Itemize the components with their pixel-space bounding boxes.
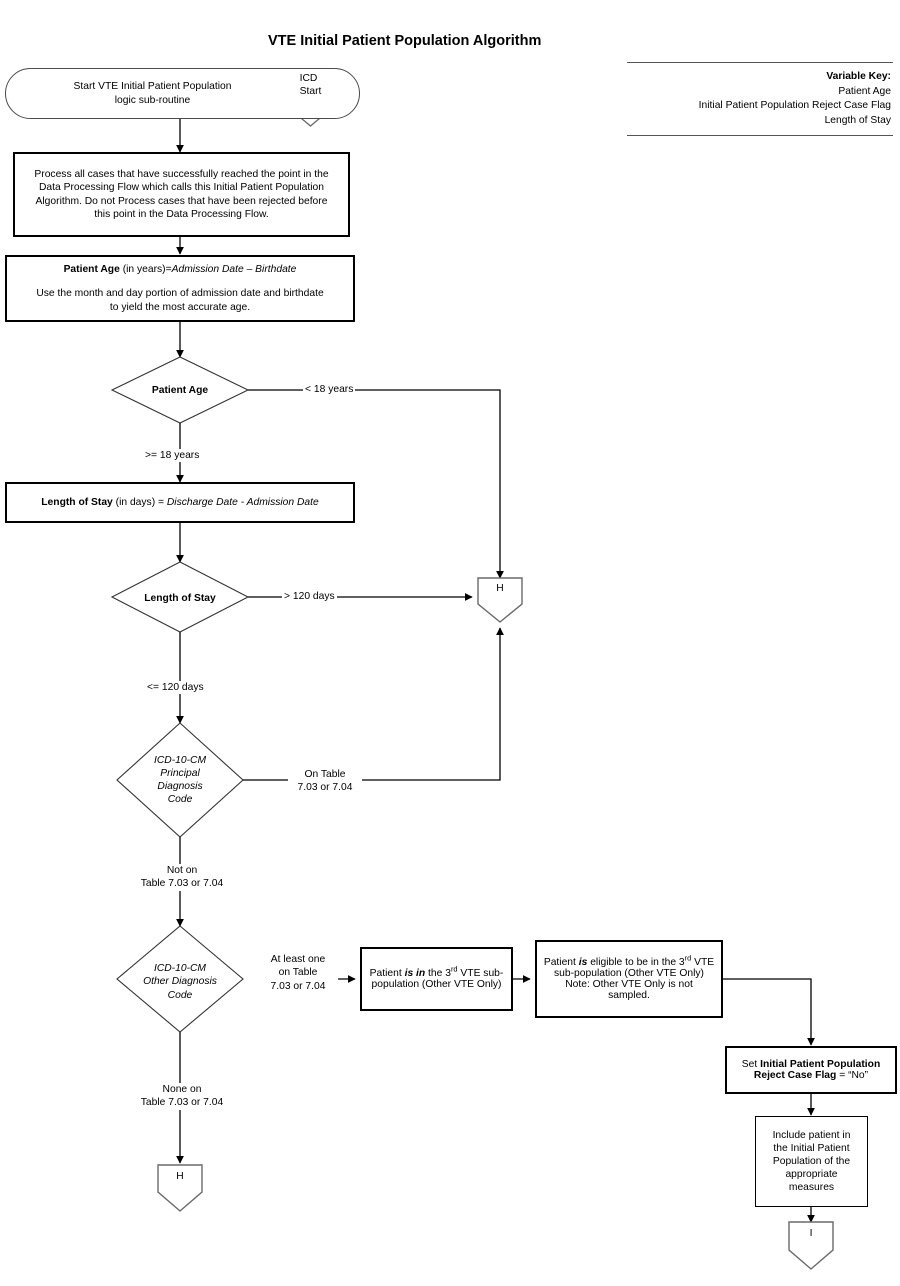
patient-age-note-line3: to yield the most accurate age. [109, 301, 251, 313]
include-line3: Population of the [772, 1155, 851, 1167]
in-subpop-post: the 3 [425, 968, 451, 979]
include-patient-box[interactable]: Include patient in the Initial Patient P… [755, 1116, 868, 1207]
connector-h-bottom-shape [157, 1164, 203, 1212]
los-formula-bold: Length of Stay [41, 496, 113, 508]
process-note-line1: Process all cases that have successfully… [34, 169, 329, 181]
edge-label-los-le120: <= 120 days [145, 681, 206, 695]
edge-label-age-lt18: < 18 years [303, 383, 356, 397]
eligible-subpopulation-box[interactable]: Patient is eligible to be in the 3rd VTE… [535, 940, 723, 1018]
include-line5: measures [788, 1182, 835, 1194]
edge-label-other-none: None on Table 7.03 or 7.04 [130, 1083, 234, 1110]
eligible-italic: is [578, 957, 588, 968]
include-line4: appropriate [785, 1169, 838, 1181]
patient-age-formula-italic: Admission Date – Birthdate [171, 264, 297, 276]
los-formula: Length of Stay (in days) = Discharge Dat… [41, 496, 318, 509]
process-note-line4: this point in the Data Processing Flow. [94, 208, 269, 220]
include-line2: the Initial Patient [773, 1142, 850, 1154]
los-formula-italic: Discharge Date - Admission Date [166, 496, 319, 508]
patient-age-formula-bold: Patient Age [63, 264, 120, 276]
eligible-sup: rd [684, 953, 692, 963]
length-of-stay-diamond [110, 561, 250, 633]
in-subpopulation-box[interactable]: Patient is in the 3rd VTE sub-population… [360, 947, 513, 1011]
process-note-line2: Data Processing Flow which calls this In… [38, 182, 324, 194]
edge-label-los-gt120: > 120 days [282, 590, 337, 604]
patient-age-formula: Patient Age (in years)=Admission Date – … [36, 263, 323, 276]
spacer [36, 276, 323, 287]
start-terminator-line1: Start VTE Initial Patient Population [73, 81, 232, 93]
connector-i-shape [788, 1221, 834, 1270]
other-diagnosis-diamond [116, 925, 244, 1033]
start-terminator-line2: logic sub-routine [114, 94, 191, 106]
in-subpop-pre: Patient [369, 968, 405, 979]
eligible-post: eligible to be in the 3 [587, 957, 685, 968]
los-formula-plain: (in days) = [112, 496, 167, 508]
connector-h-right-shape [477, 577, 523, 623]
in-subpop-tail: VTE sub-population (Other VTE Only) [371, 968, 504, 990]
principal-diagnosis-diamond [116, 722, 244, 838]
start-terminator[interactable]: Start VTE Initial Patient Population log… [5, 68, 360, 119]
variable-key-top-rule [627, 62, 893, 63]
process-note-box[interactable]: Process all cases that have successfully… [13, 152, 350, 237]
page-title: VTE Initial Patient Population Algorithm [268, 33, 542, 49]
include-line1: Include patient in [772, 1129, 851, 1141]
set-reject-flag-box[interactable]: Set Initial Patient Population Reject Ca… [725, 1046, 897, 1094]
in-subpop-italic: is in [404, 968, 426, 979]
edge-label-other-at-least-one: At least one on Table 7.03 or 7.04 [258, 953, 338, 994]
patient-age-diamond [110, 356, 250, 424]
eligible-pre: Patient [543, 957, 579, 968]
patient-age-note-line2: Use the month and day portion of admissi… [36, 288, 324, 300]
edge-label-age-ge18: >= 18 years [143, 449, 202, 463]
process-note-line3: Algorithm. Do not Process cases that hav… [35, 195, 328, 207]
variable-key-heading: Variable Key: [826, 71, 891, 82]
patient-age-calculation-box[interactable]: Patient Age (in years)=Admission Date – … [5, 255, 355, 322]
edge-label-principal-not-on-table: Not on Table 7.03 or 7.04 [130, 864, 234, 891]
edge-label-principal-on-table: On Table 7.03 or 7.04 [288, 768, 362, 795]
variable-key: Variable Key: Patient Age Initial Patien… [627, 62, 893, 137]
in-subpop-sup: rd [450, 964, 458, 974]
variable-key-bottom-rule [627, 135, 893, 137]
set-flag-post: = “No” [836, 1070, 869, 1081]
eligible-tail: VTE sub-population (Other VTE Only) Note… [554, 957, 715, 1001]
patient-age-formula-plain: (in years)= [119, 264, 172, 276]
variable-key-item-1: Initial Patient Population Reject Case F… [698, 100, 891, 112]
variable-key-item-2: Length of Stay [824, 114, 891, 126]
length-of-stay-calculation-box[interactable]: Length of Stay (in days) = Discharge Dat… [5, 482, 355, 523]
set-flag-pre: Set [741, 1059, 761, 1070]
variable-key-item-0: Patient Age [838, 85, 891, 97]
set-flag-bold: Initial Patient Population Reject Case F… [753, 1059, 881, 1081]
